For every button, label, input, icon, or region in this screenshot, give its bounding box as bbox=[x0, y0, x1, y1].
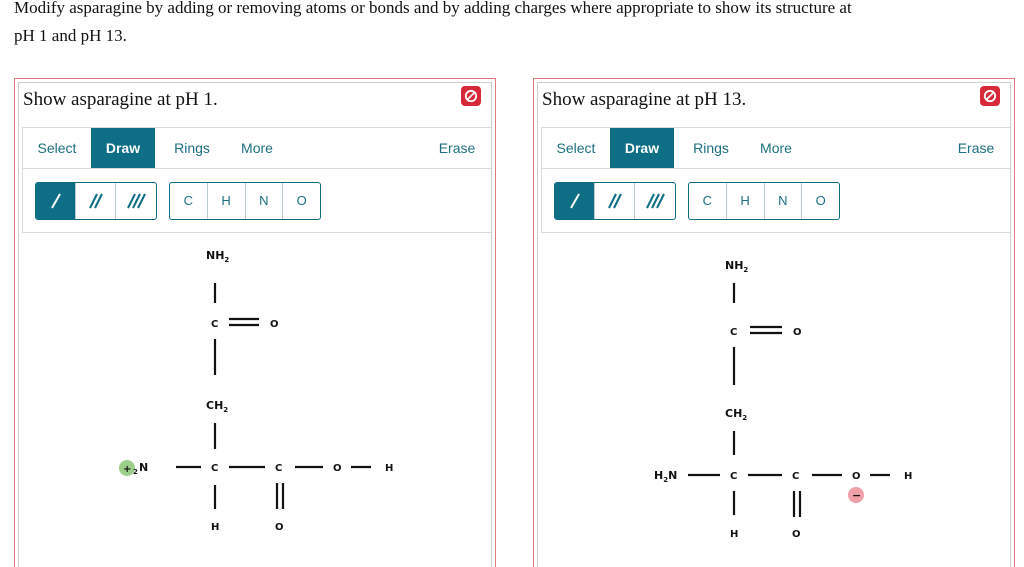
toolbar-tabs: Select Draw Rings More Erase bbox=[23, 128, 491, 169]
alpha-carbon-label: C bbox=[730, 471, 737, 482]
prompt-line-1: Modify asparagine by adding or removing … bbox=[14, 0, 852, 17]
ch2-label: CH2 bbox=[725, 407, 747, 422]
answer-panel-ph1: Show asparagine at pH 1. Select Draw Rin… bbox=[14, 78, 496, 567]
bond-tools bbox=[554, 182, 676, 220]
panel-frame: Show asparagine at pH 13. Select Draw Ri… bbox=[537, 82, 1011, 567]
amine-subscript-label: 2 bbox=[133, 468, 138, 476]
atom-button-c[interactable]: C bbox=[689, 183, 727, 219]
alpha-hydrogen-label: H bbox=[211, 522, 219, 533]
prohibit-icon[interactable] bbox=[461, 86, 481, 106]
drawing-canvas[interactable]: NH2 C O CH2 H2N C C O H − H O bbox=[538, 235, 1014, 567]
alpha-hydrogen-label: H bbox=[730, 529, 738, 540]
bond-tools bbox=[35, 182, 157, 220]
tab-select[interactable]: Select bbox=[37, 140, 77, 156]
tab-more[interactable]: More bbox=[241, 140, 273, 156]
single-bond-icon[interactable] bbox=[555, 183, 595, 219]
prompt-line-2: pH 1 and pH 13. bbox=[14, 26, 127, 45]
carboxyl-carbon-label: C bbox=[275, 463, 282, 474]
atom-button-c[interactable]: C bbox=[170, 183, 208, 219]
tab-select[interactable]: Select bbox=[556, 140, 596, 156]
negative-charge-badge[interactable] bbox=[848, 487, 864, 503]
carbonyl-carbon-label: C bbox=[730, 327, 737, 338]
positive-charge-badge[interactable] bbox=[119, 460, 135, 476]
atom-tools: C H N O bbox=[688, 182, 840, 220]
carbonyl-oxygen-label: O bbox=[793, 327, 802, 338]
bonds bbox=[176, 283, 371, 509]
tab-draw[interactable]: Draw bbox=[610, 128, 674, 168]
drawing-toolbar: Select Draw Rings More Erase C H bbox=[541, 127, 1010, 233]
hydroxyl-hydrogen-label: H bbox=[904, 471, 912, 482]
amide-nh2-label: NH2 bbox=[206, 249, 229, 264]
atom-button-h[interactable]: H bbox=[208, 183, 246, 219]
double-bond-icon[interactable] bbox=[76, 183, 116, 219]
ch2-label: CH2 bbox=[206, 399, 228, 414]
atom-tools: C H N O bbox=[169, 182, 321, 220]
atom-button-n[interactable]: N bbox=[765, 183, 803, 219]
toolbar-tabs: Select Draw Rings More Erase bbox=[542, 128, 1010, 169]
carboxyl-oxygen-label: O bbox=[275, 522, 284, 533]
hydroxyl-oxygen-label: O bbox=[852, 471, 861, 482]
carbonyl-oxygen-label: O bbox=[270, 319, 279, 330]
triple-bond-icon[interactable] bbox=[635, 183, 675, 219]
tab-rings[interactable]: Rings bbox=[693, 140, 729, 156]
carboxyl-oxygen-label: O bbox=[792, 529, 801, 540]
bonds bbox=[688, 283, 890, 517]
drawing-toolbar: Select Draw Rings More Erase C H bbox=[22, 127, 491, 233]
tab-rings[interactable]: Rings bbox=[174, 140, 210, 156]
hydroxyl-oxygen-label: O bbox=[333, 463, 342, 474]
drawing-canvas[interactable]: NH2 C O CH2 + 2 N C C O H H O bbox=[19, 235, 495, 567]
amine-label: H2N bbox=[654, 469, 677, 484]
panel-frame: Show asparagine at pH 1. Select Draw Rin… bbox=[18, 82, 492, 567]
positive-charge-label: + bbox=[123, 464, 131, 475]
panel-title: Show asparagine at pH 13. bbox=[542, 89, 747, 110]
negative-charge-label: − bbox=[852, 489, 861, 502]
single-bond-icon[interactable] bbox=[36, 183, 76, 219]
amide-nh2-label: NH2 bbox=[725, 259, 748, 274]
atom-button-n[interactable]: N bbox=[246, 183, 284, 219]
tab-draw[interactable]: Draw bbox=[91, 128, 155, 168]
double-bond-icon[interactable] bbox=[595, 183, 635, 219]
tab-erase[interactable]: Erase bbox=[957, 140, 995, 156]
carboxyl-carbon-label: C bbox=[792, 471, 799, 482]
amine-nitrogen-label: N bbox=[139, 461, 148, 474]
tab-erase[interactable]: Erase bbox=[438, 140, 476, 156]
carbonyl-carbon-label: C bbox=[211, 319, 218, 330]
prohibit-icon[interactable] bbox=[980, 86, 1000, 106]
triple-bond-icon[interactable] bbox=[116, 183, 156, 219]
panel-title: Show asparagine at pH 1. bbox=[23, 89, 218, 110]
alpha-carbon-label: C bbox=[211, 463, 218, 474]
hydroxyl-hydrogen-label: H bbox=[385, 463, 393, 474]
atom-button-h[interactable]: H bbox=[727, 183, 765, 219]
answer-panel-ph13: Show asparagine at pH 13. Select Draw Ri… bbox=[533, 78, 1015, 567]
atom-button-o[interactable]: O bbox=[296, 193, 307, 208]
atom-button-o[interactable]: O bbox=[815, 193, 826, 208]
tab-more[interactable]: More bbox=[760, 140, 792, 156]
